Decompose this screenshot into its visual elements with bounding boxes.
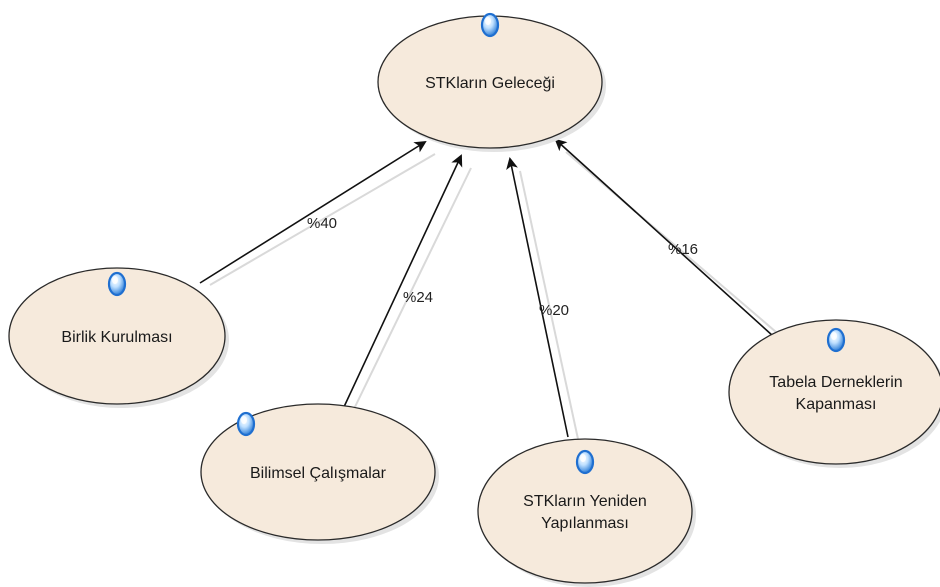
node-ellipse [8,267,226,405]
edge-shadow [352,167,472,412]
node-ellipse [477,438,693,584]
node-label: Kapanması [796,396,877,413]
edge-arrow [199,140,427,284]
node-label: STKların Yeniden [523,493,647,510]
node-label: Tabela Derneklerin [769,374,902,391]
node-bilimsel-calismalar[interactable]: Bilimsel Çalışmalar [200,403,439,544]
blue-bulb-icon [575,449,595,475]
blue-bulb-icon [826,327,846,353]
blue-bulb-icon [480,12,500,38]
node-label: Birlik Kurulması [61,329,172,346]
edge-birlik-kurulmasi[interactable]: %40 [199,140,436,286]
edge-label: %24 [403,289,433,306]
edge-shadow [565,151,784,339]
edge-arrow [342,154,463,410]
node-ellipse [200,403,436,541]
edge-tabela-dernekler-kapanmasi[interactable]: %16 [554,138,784,339]
edge-label: %20 [539,302,569,319]
edge-shadow [209,153,436,286]
node-label: Yapılanması [541,515,629,532]
edge-label: %40 [307,215,337,232]
blue-bulb-icon [107,271,127,297]
edge-shadow [519,170,579,440]
node-stk-gelecegi[interactable]: STKların Geleceği [377,12,606,152]
edge-label: %16 [668,241,698,258]
node-ellipse [728,319,940,465]
node-birlik-kurulmasi[interactable]: Birlik Kurulması [8,267,229,408]
edge-arrow [506,157,569,438]
edge-stk-yeniden-yapilanmasi[interactable]: %20 [506,157,579,440]
edges-layer: %40 %24 %20 %16 [199,138,784,440]
node-label: Bilimsel Çalışmalar [250,465,387,482]
edge-arrow [554,138,774,337]
blue-bulb-icon [236,411,256,437]
edge-bilimsel-calismalar[interactable]: %24 [342,154,472,412]
node-label: STKların Geleceği [425,75,555,92]
